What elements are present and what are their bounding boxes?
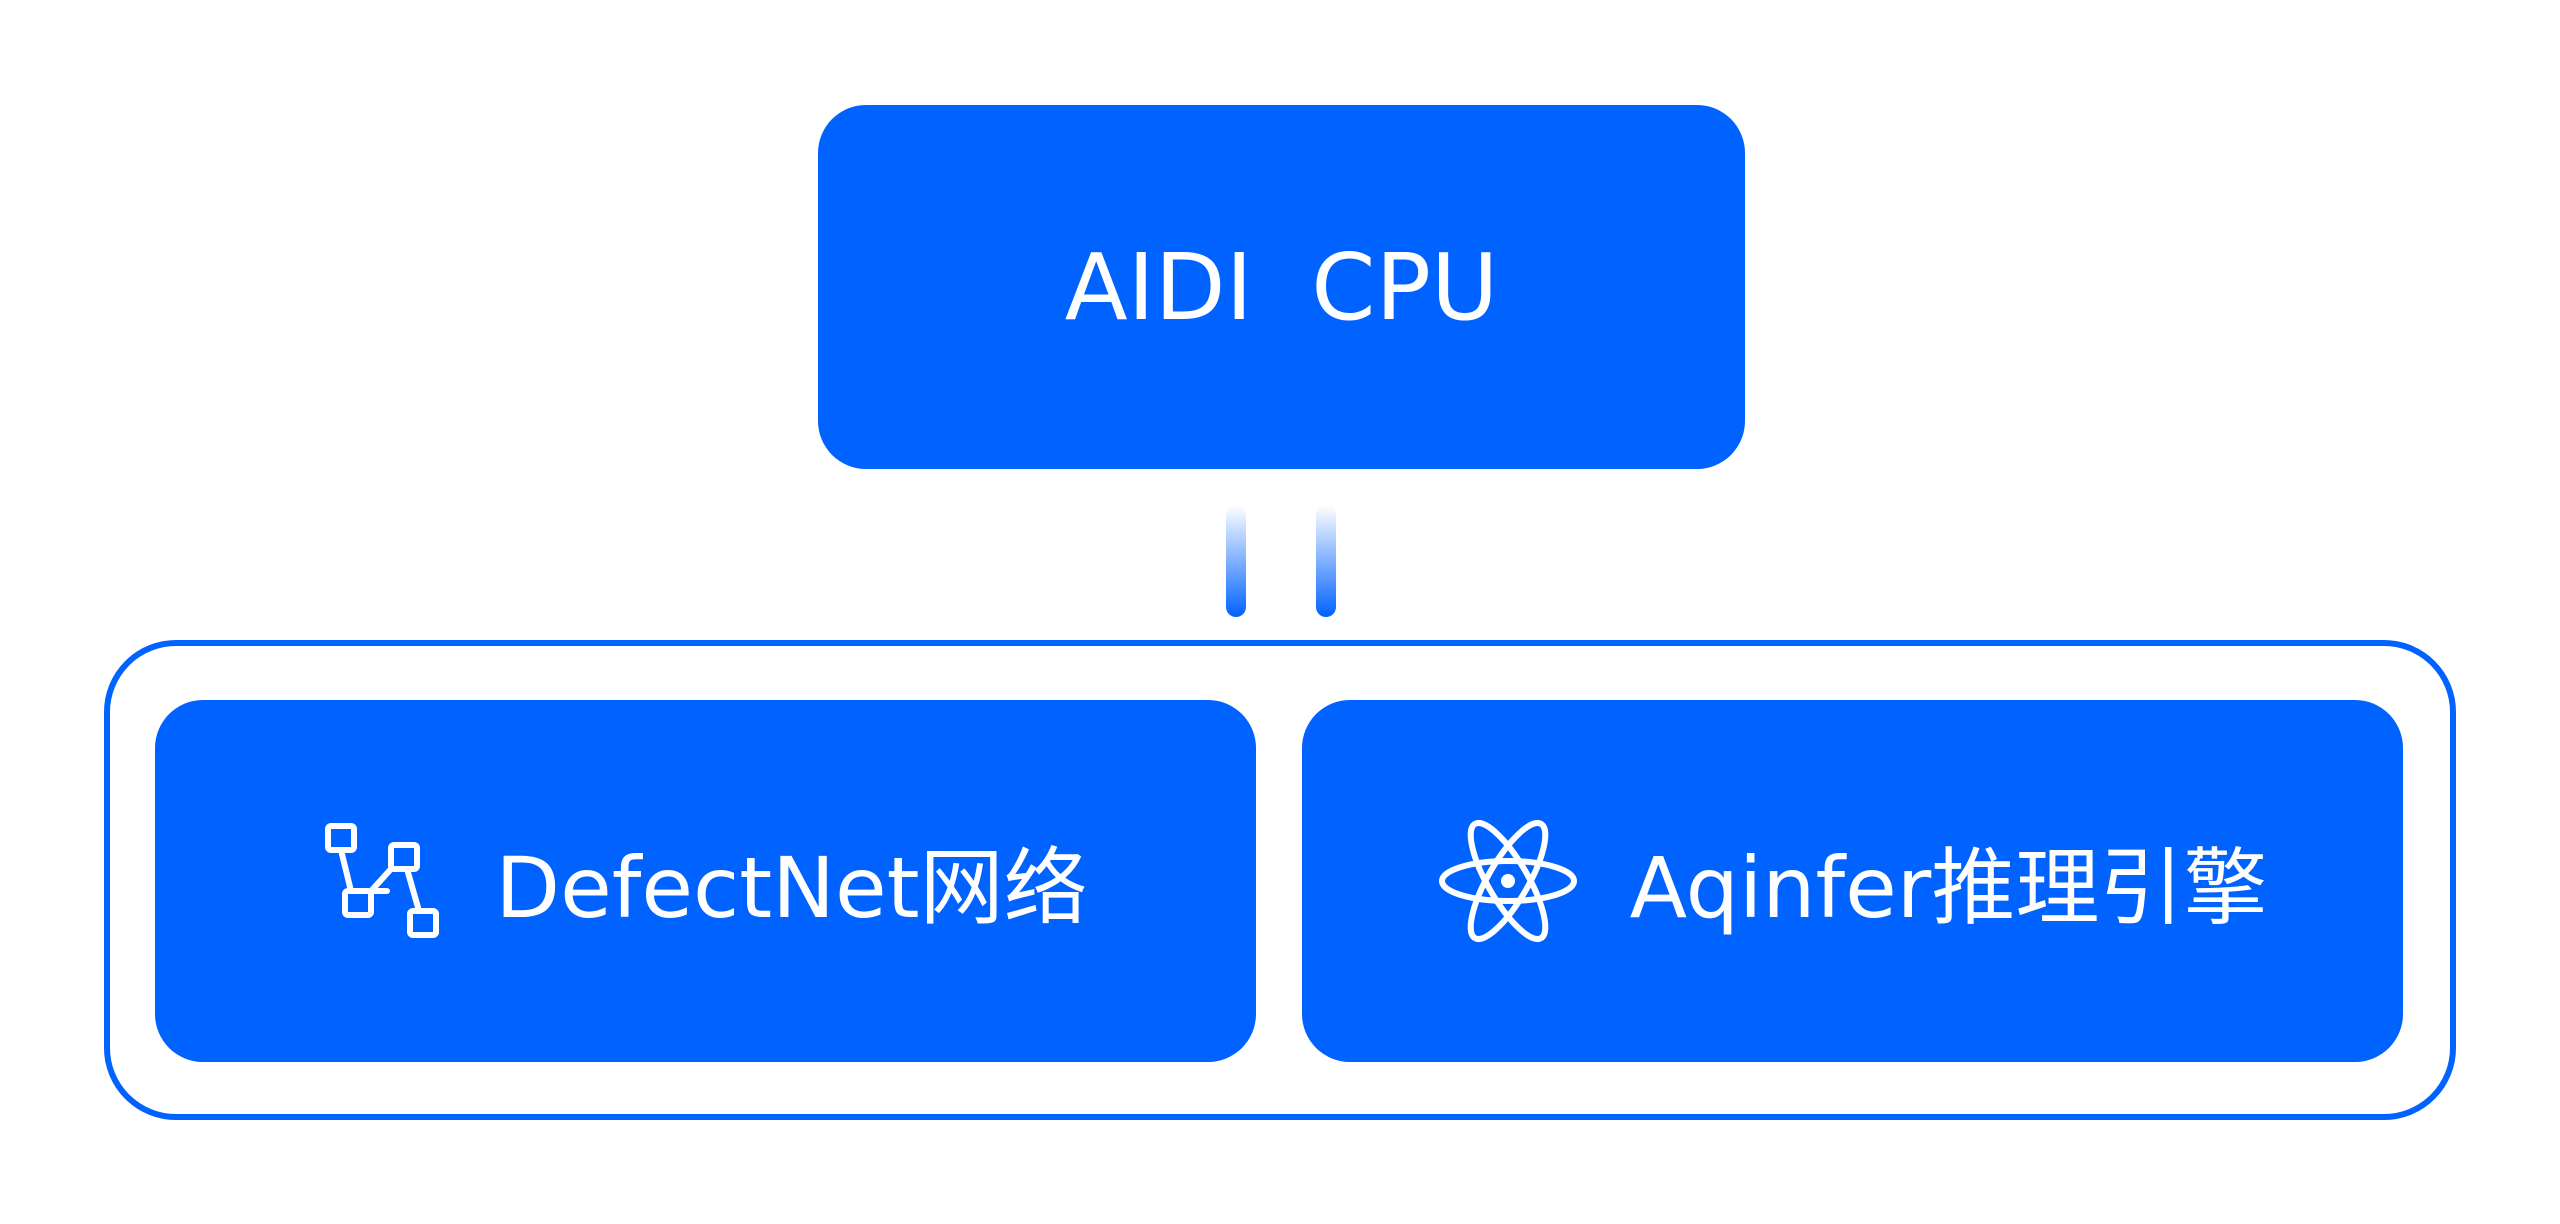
aqinfer-module-box: Aqinfer推理引擎 (1302, 700, 2403, 1062)
connector-line-left (1226, 505, 1246, 617)
defectnet-module-box: DefectNet网络 (155, 700, 1256, 1062)
aqinfer-label: Aqinfer推理引擎 (1629, 838, 2268, 937)
aidi-cpu-box: AIDI CPU (818, 105, 1745, 469)
cpu-label: AIDI CPU (1064, 233, 1499, 341)
atom-icon (1438, 816, 1578, 946)
connector-line-right (1316, 505, 1336, 617)
defectnet-label: DefectNet网络 (495, 838, 1088, 937)
network-nodes-icon (323, 821, 443, 941)
